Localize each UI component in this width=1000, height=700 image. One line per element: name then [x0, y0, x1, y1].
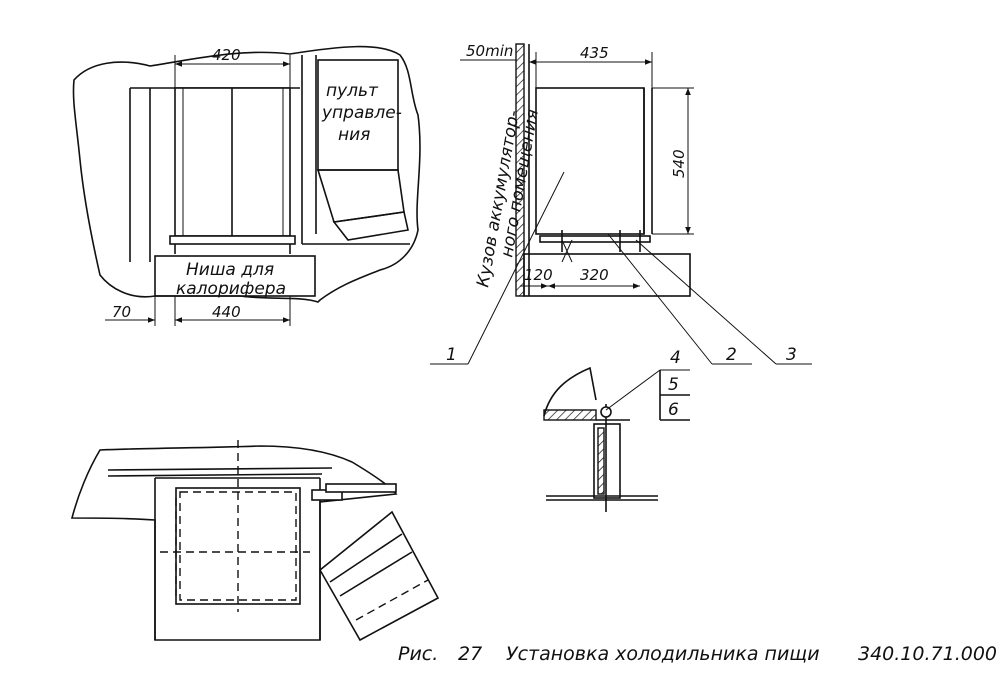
dim-height: 540	[670, 149, 688, 178]
dim-offset: 70	[112, 303, 131, 321]
caption-code: 340.10.71.000	[858, 643, 997, 665]
control-panel-label-3: ния	[338, 125, 370, 145]
control-panel-label-1: пульт	[326, 81, 379, 101]
fastener-detail: 4 5 6	[543, 348, 690, 512]
caption-number: 27	[458, 643, 482, 665]
dim-gap: 50min	[466, 42, 513, 60]
callout-1: 1	[446, 345, 457, 365]
dim-width-bottom: 440	[212, 303, 241, 321]
caption-title: Установка холодильника пищи	[506, 643, 820, 665]
figure-caption: Рис. 27 Установка холодильника пищи 340.…	[398, 643, 997, 665]
front-view: 420 пульт управле- ния Ниша для калорифе…	[72, 45, 421, 326]
dim-right: 320	[580, 266, 609, 284]
niche-label-1: Ниша для	[186, 260, 274, 280]
niche-label-2: калорифера	[176, 279, 286, 299]
callout-3: 3	[786, 345, 797, 365]
callout-6: 6	[668, 400, 679, 420]
callout-5: 5	[668, 375, 679, 395]
dim-width-top: 420	[212, 46, 241, 64]
side-view: 50min 435 540 Кузов аккумулятор- ного по…	[430, 42, 812, 365]
control-panel-label-2: управле-	[321, 103, 402, 123]
callout-4: 4	[670, 348, 681, 368]
dim-width: 435	[580, 44, 609, 62]
callout-2: 2	[726, 345, 737, 365]
dim-left: 120	[524, 266, 553, 284]
caption-prefix: Рис.	[398, 643, 438, 665]
plan-view	[70, 440, 440, 642]
